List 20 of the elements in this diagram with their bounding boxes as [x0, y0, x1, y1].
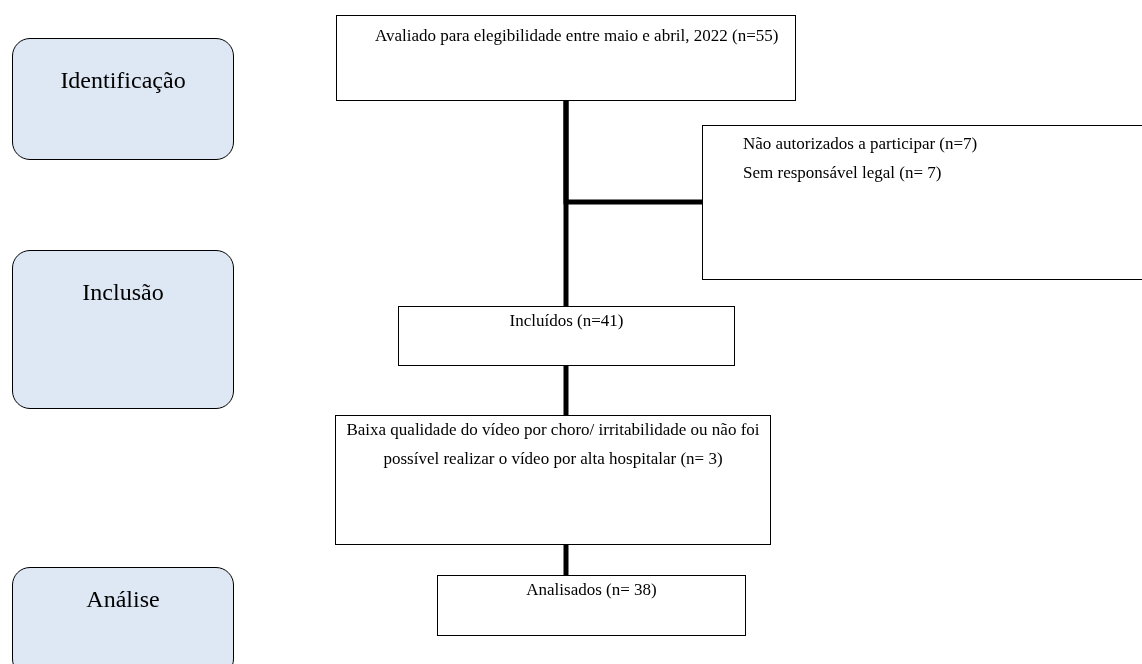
process-box [437, 575, 746, 636]
process-box [336, 15, 796, 101]
phase-label: Inclusão [82, 279, 164, 306]
phase-box [12, 250, 234, 409]
process-box [702, 125, 1142, 280]
phase-label: Identificação [60, 67, 186, 94]
box-text: Analisados (n= 38) [526, 579, 657, 601]
box-text: Incluídos (n=41) [509, 310, 624, 332]
box-text: Sem responsável legal (n= 7) [743, 161, 943, 184]
process-box [398, 306, 735, 366]
phase-box [12, 38, 234, 160]
connector-line [563, 545, 569, 575]
phase-box [12, 567, 234, 664]
phase-label: Análise [86, 586, 160, 613]
connector-line [563, 101, 702, 205]
box-text: Baixa qualidade do vídeo por choro/ irritabilidade ou não foi possível realizar o vídeo por alta hospitalar (n= 3) [345, 419, 761, 470]
connector-line [563, 366, 569, 415]
box-text: Avaliado para elegibilidade entre maio e abril, 2022 (n=55) [375, 25, 780, 47]
process-box [335, 415, 771, 545]
box-text: Não autorizados a participar (n=7) [743, 133, 979, 155]
